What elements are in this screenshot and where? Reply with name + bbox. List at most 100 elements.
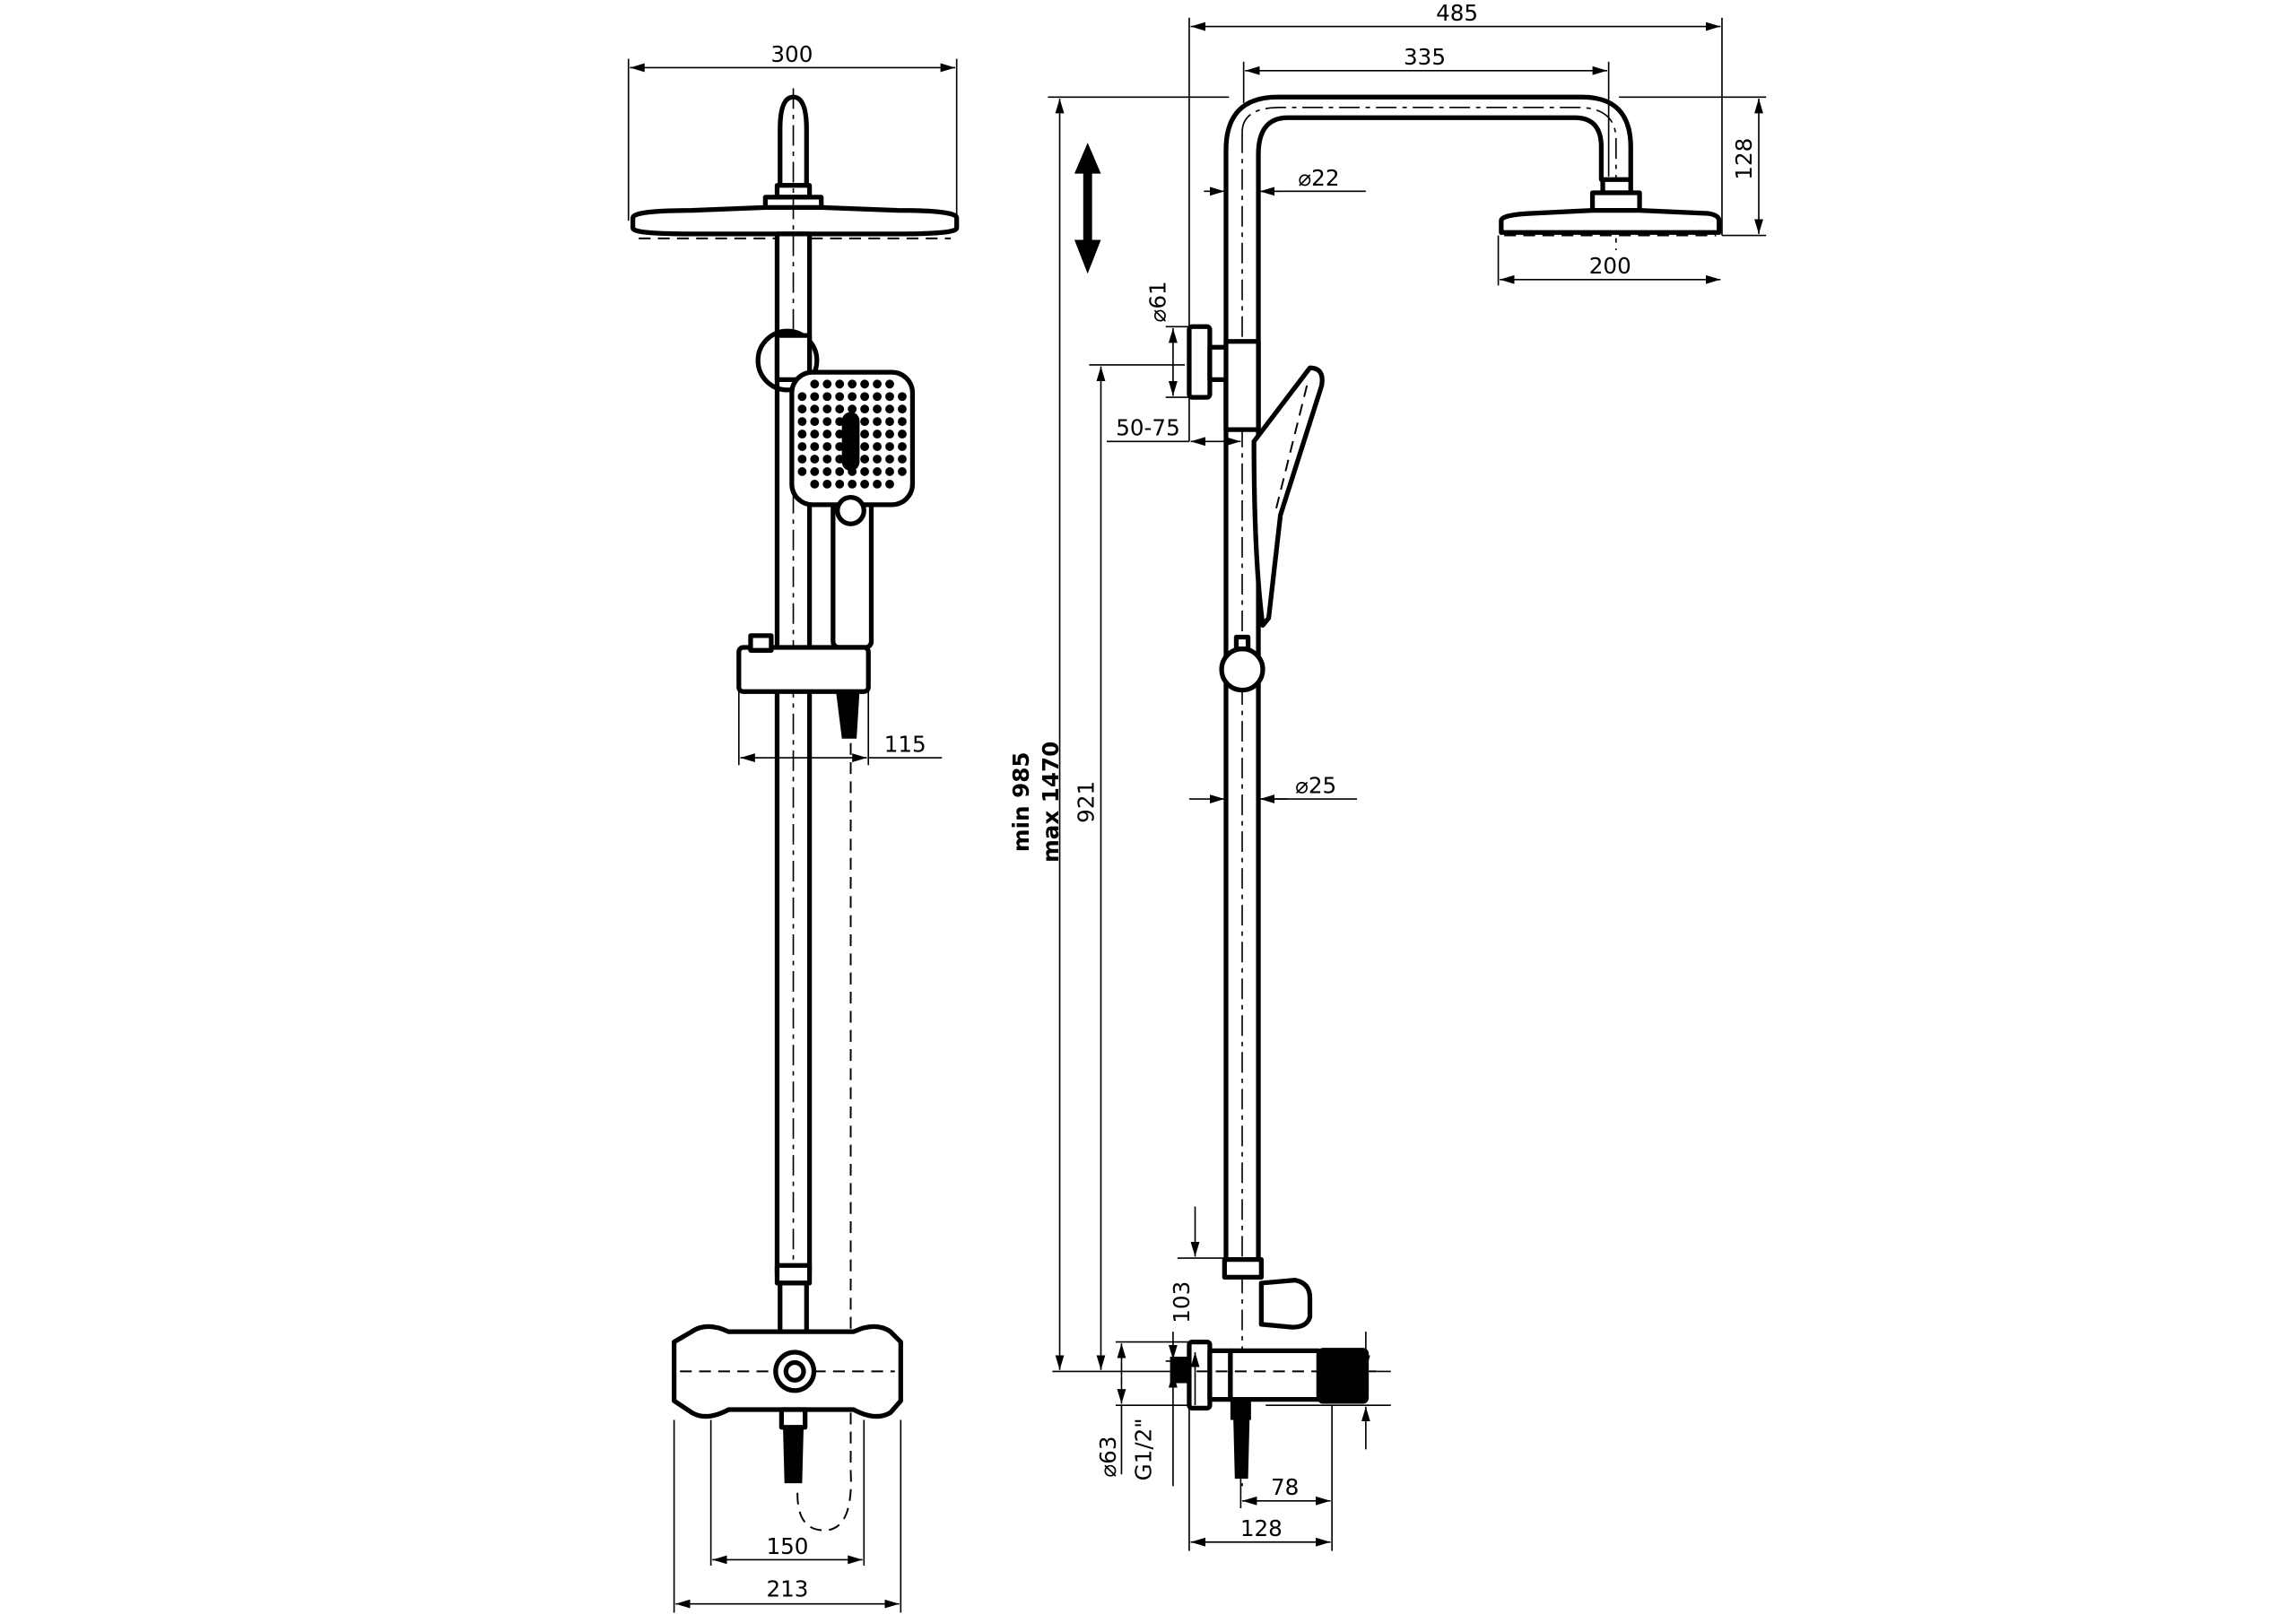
- nozzle-dot: [898, 392, 907, 402]
- nozzle-dot: [822, 379, 832, 389]
- dim-mixer-depth: 128: [1240, 1515, 1283, 1541]
- side-view: 485 335 128 200 ⌀22 ⌀61 50-75 ⌀25: [1008, 0, 1767, 1551]
- hand-shower-front: [789, 369, 916, 650]
- nozzle-dot: [835, 379, 845, 389]
- nozzle-dot: [810, 404, 820, 414]
- nozzle-dot: [873, 404, 882, 414]
- nozzle-dot: [810, 417, 820, 427]
- nozzle-dot: [810, 479, 820, 489]
- nozzle-dot: [848, 479, 857, 489]
- nozzle-dot: [873, 430, 882, 439]
- nozzle-dot: [898, 455, 907, 464]
- nozzle-dot: [822, 442, 832, 451]
- nozzle-dot: [835, 467, 845, 476]
- nozzle-dot: [822, 467, 832, 476]
- dim-arm-pipe-diameter: ⌀22: [1298, 165, 1339, 191]
- hand-shower-side: [1251, 365, 1325, 629]
- height-adjust-double-arrow-icon: [1074, 143, 1101, 274]
- nozzle-dot: [797, 430, 807, 439]
- nozzle-dot: [797, 404, 807, 414]
- dim-riser-height: 921: [1073, 781, 1099, 823]
- side-dimensions: 485 335 128 200 ⌀22 ⌀61 50-75 ⌀25: [1008, 0, 1767, 1551]
- nozzle-dot: [860, 467, 870, 476]
- nozzle-dot: [885, 404, 894, 414]
- dim-escutcheon-diameter: ⌀63: [1095, 1436, 1121, 1477]
- nozzle-dot: [810, 467, 820, 476]
- nozzle-dot: [810, 379, 820, 389]
- nozzle-dot: [873, 417, 882, 427]
- nozzle-dot: [822, 404, 832, 414]
- nozzle-dot: [860, 404, 870, 414]
- nozzle-dot: [873, 392, 882, 402]
- nozzle-dot: [822, 430, 832, 439]
- nozzle-dot: [810, 455, 820, 464]
- dim-thread: G1/2": [1130, 1418, 1156, 1480]
- nozzle-dot: [860, 417, 870, 427]
- dim-connector-height: 103: [1169, 1281, 1195, 1324]
- nozzle-dot: [885, 467, 894, 476]
- dim-height-max: max 1470: [1038, 742, 1064, 863]
- nozzle-dot: [885, 392, 894, 402]
- nozzle-dot: [898, 404, 907, 414]
- nozzle-dot: [797, 442, 807, 451]
- nozzle-dot: [860, 430, 870, 439]
- slider-front: [736, 633, 871, 739]
- dim-outlet-spacing: 150: [766, 1533, 808, 1559]
- dim-outlet-height: 41: [1338, 1376, 1364, 1404]
- nozzle-dot: [810, 392, 820, 402]
- front-view: 300 115 150 213: [627, 41, 960, 1613]
- dim-height-min: min 985: [1008, 752, 1034, 853]
- dim-knob-diameter: ⌀61: [1145, 281, 1171, 322]
- nozzle-dot: [885, 479, 894, 489]
- thermostatic-mixer-side: [1170, 1257, 1377, 1480]
- dim-wall-distance: 50-75: [1116, 415, 1180, 441]
- nozzle-dot: [885, 417, 894, 427]
- nozzle-dot: [860, 479, 870, 489]
- nozzle-dot: [848, 379, 857, 389]
- dim-mixer-width: 213: [766, 1575, 808, 1601]
- nozzle-dot: [898, 442, 907, 451]
- dim-head-width: 300: [770, 41, 813, 67]
- nozzle-dot: [873, 479, 882, 489]
- dim-head-height: 128: [1731, 138, 1757, 180]
- nozzle-dot: [898, 430, 907, 439]
- nozzle-dot: [822, 455, 832, 464]
- nozzle-dot: [797, 467, 807, 476]
- dim-head-diameter: 200: [1589, 253, 1631, 279]
- nozzle-dot: [860, 442, 870, 451]
- dim-arm-projection: 335: [1404, 44, 1446, 70]
- nozzle-dot: [835, 404, 845, 414]
- nozzle-dot: [873, 442, 882, 451]
- shower-arm-side: [1223, 94, 1722, 1276]
- dim-outlet-offset: 78: [1271, 1474, 1299, 1500]
- nozzle-dot: [873, 455, 882, 464]
- nozzle-dot: [835, 392, 845, 402]
- nozzle-dot: [822, 417, 832, 427]
- nozzle-dot: [898, 417, 907, 427]
- nozzle-dot: [873, 467, 882, 476]
- nozzle-dot: [885, 455, 894, 464]
- nozzle-dot: [810, 430, 820, 439]
- thermostatic-mixer-front: [671, 1263, 903, 1484]
- slider-side: [1219, 647, 1265, 693]
- front-dimensions: 300 115 150 213: [627, 41, 958, 1613]
- nozzle-dot: [822, 392, 832, 402]
- dim-hand-shower-offset: 115: [884, 732, 926, 758]
- nozzle-dot: [885, 379, 894, 389]
- nozzle-dot: [835, 479, 845, 489]
- rain-shower-head-front: [631, 94, 960, 239]
- nozzle-dot: [848, 404, 857, 414]
- nozzle-dot: [885, 430, 894, 439]
- nozzle-dot: [885, 442, 894, 451]
- nozzle-dot: [873, 379, 882, 389]
- hand-shower-holder: [755, 328, 820, 393]
- hand-shower-nozzles: [797, 379, 907, 489]
- nozzle-dot: [797, 392, 807, 402]
- nozzle-dot: [898, 467, 907, 476]
- nozzle-dot: [860, 455, 870, 464]
- dim-riser-diameter: ⌀25: [1295, 772, 1336, 798]
- dim-total-reach: 485: [1436, 0, 1478, 26]
- nozzle-dot: [860, 392, 870, 402]
- nozzle-dot: [797, 455, 807, 464]
